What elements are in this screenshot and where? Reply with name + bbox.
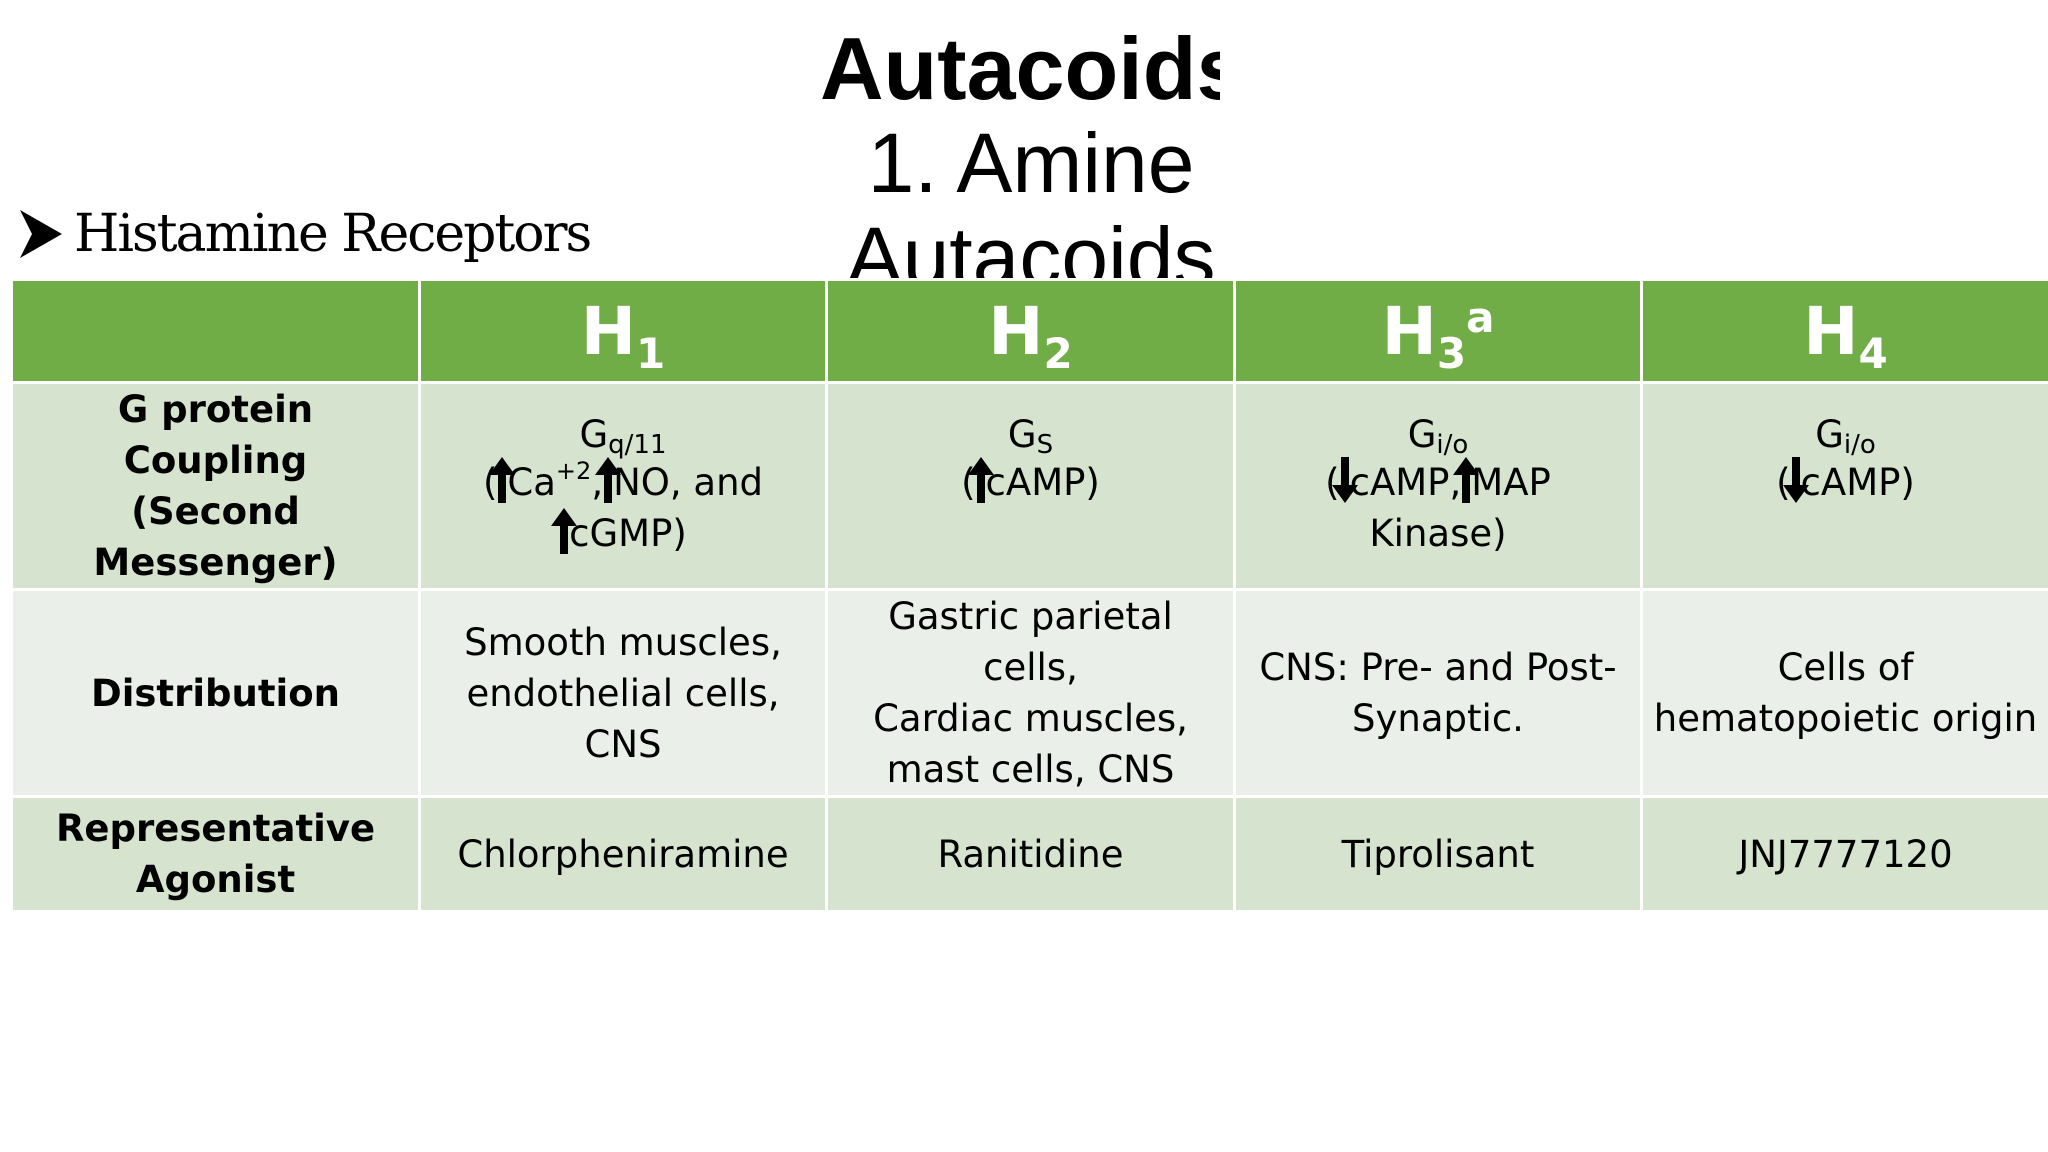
- header-cell-empty: [10, 278, 421, 384]
- cell-g-protein-h2: GS (cAMP): [825, 381, 1236, 591]
- section-heading-text: Histamine Receptors: [74, 204, 592, 264]
- row-label-g-protein: G protein Coupling (Second Messenger): [10, 381, 421, 591]
- cell-g-protein-h1: Gq/11 (Ca+2,NO, and cGMP): [418, 381, 828, 591]
- slide-title: Autacoids 1. Amine Autacoids: [820, 22, 1220, 280]
- arrowhead-bullet-icon: [20, 210, 62, 258]
- cell-distribution-h1: Smooth muscles, endothelial cells, CNS: [418, 588, 828, 798]
- title-line-2: 1. Amine: [867, 116, 1195, 210]
- header-cell-h2: H2: [825, 278, 1236, 384]
- cell-agonist-h3: Tiprolisant: [1233, 795, 1643, 913]
- header-cell-h3: H3a: [1233, 278, 1643, 384]
- row-label-distribution: Distribution: [10, 588, 421, 798]
- up-arrow-icon: [551, 508, 578, 554]
- cell-distribution-h3: CNS: Pre- and Post- Synaptic.: [1233, 588, 1643, 798]
- up-arrow-icon: [967, 457, 994, 503]
- cell-distribution-h4: Cells of hematopoietic origin: [1640, 588, 2048, 798]
- cell-g-protein-h4: Gi/o (cAMP): [1640, 381, 2048, 591]
- header-cell-h4: H4: [1640, 278, 2048, 384]
- row-label-agonist: Representative Agonist: [10, 795, 421, 913]
- up-arrow-icon: [489, 457, 516, 503]
- cell-g-protein-h3: Gi/o (cAMP,MAP Kinase): [1233, 381, 1643, 591]
- table-row-g-protein: G protein Coupling (Second Messenger) Gq…: [10, 381, 2048, 591]
- cell-agonist-h2: Ranitidine: [825, 795, 1236, 913]
- up-arrow-icon: [1453, 457, 1480, 503]
- histamine-receptors-table: H1 H2 H3a H4 G protein Coupling (Second …: [10, 278, 2048, 913]
- title-line-1: Autacoids: [820, 22, 1220, 118]
- section-heading: Histamine Receptors: [18, 198, 592, 270]
- receptor-table: H1 H2 H3a H4 G protein Coupling (Second …: [10, 278, 2048, 913]
- cell-agonist-h1: Chlorpheniramine: [418, 795, 828, 913]
- down-arrow-icon: [1331, 457, 1358, 503]
- table-row-agonist: Representative Agonist Chlorpheniramine …: [10, 795, 2048, 913]
- down-arrow-icon: [1782, 457, 1809, 503]
- cell-agonist-h4: JNJ7777120: [1640, 795, 2048, 913]
- table-header-row: H1 H2 H3a H4: [10, 278, 2048, 384]
- cell-distribution-h2: Gastric parietal cells, Cardiac muscles,…: [825, 588, 1236, 798]
- header-cell-h1: H1: [418, 278, 828, 384]
- up-arrow-icon: [595, 457, 622, 503]
- title-line-3: Autacoids: [846, 210, 1216, 280]
- table-row-distribution: Distribution Smooth muscles, endothelial…: [10, 588, 2048, 798]
